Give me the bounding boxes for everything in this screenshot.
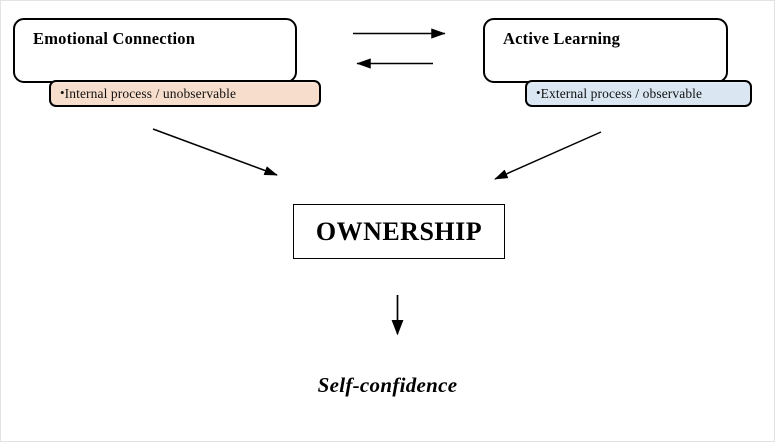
bullet-icon: •	[536, 84, 541, 100]
callout-external-process[interactable]: •External process / observable	[525, 80, 752, 107]
node-active-learning[interactable]: Active Learning	[483, 18, 728, 83]
node-ownership[interactable]: OWNERSHIP	[293, 204, 505, 259]
node-emotional-connection[interactable]: Emotional Connection	[13, 18, 297, 83]
callout-internal-process[interactable]: •Internal process / unobservable	[49, 80, 321, 107]
callout-internal-process-text: •Internal process / unobservable	[51, 86, 236, 102]
node-active-learning-title: Active Learning	[503, 29, 621, 48]
bullet-icon: •	[60, 84, 65, 100]
node-self-confidence-label: Self-confidence	[317, 373, 458, 397]
emotional-to-ownership-arrow	[152, 128, 278, 176]
node-emotional-connection-title: Emotional Connection	[33, 29, 196, 48]
active-to-ownership-arrow	[494, 131, 602, 180]
node-self-confidence: Self-confidence	[1, 373, 774, 398]
callout-external-process-text: •External process / observable	[527, 86, 702, 102]
callout-external-process-label: External process / observable	[540, 85, 703, 101]
node-ownership-label: OWNERSHIP	[315, 216, 483, 246]
callout-internal-process-label: Internal process / unobservable	[64, 85, 237, 101]
